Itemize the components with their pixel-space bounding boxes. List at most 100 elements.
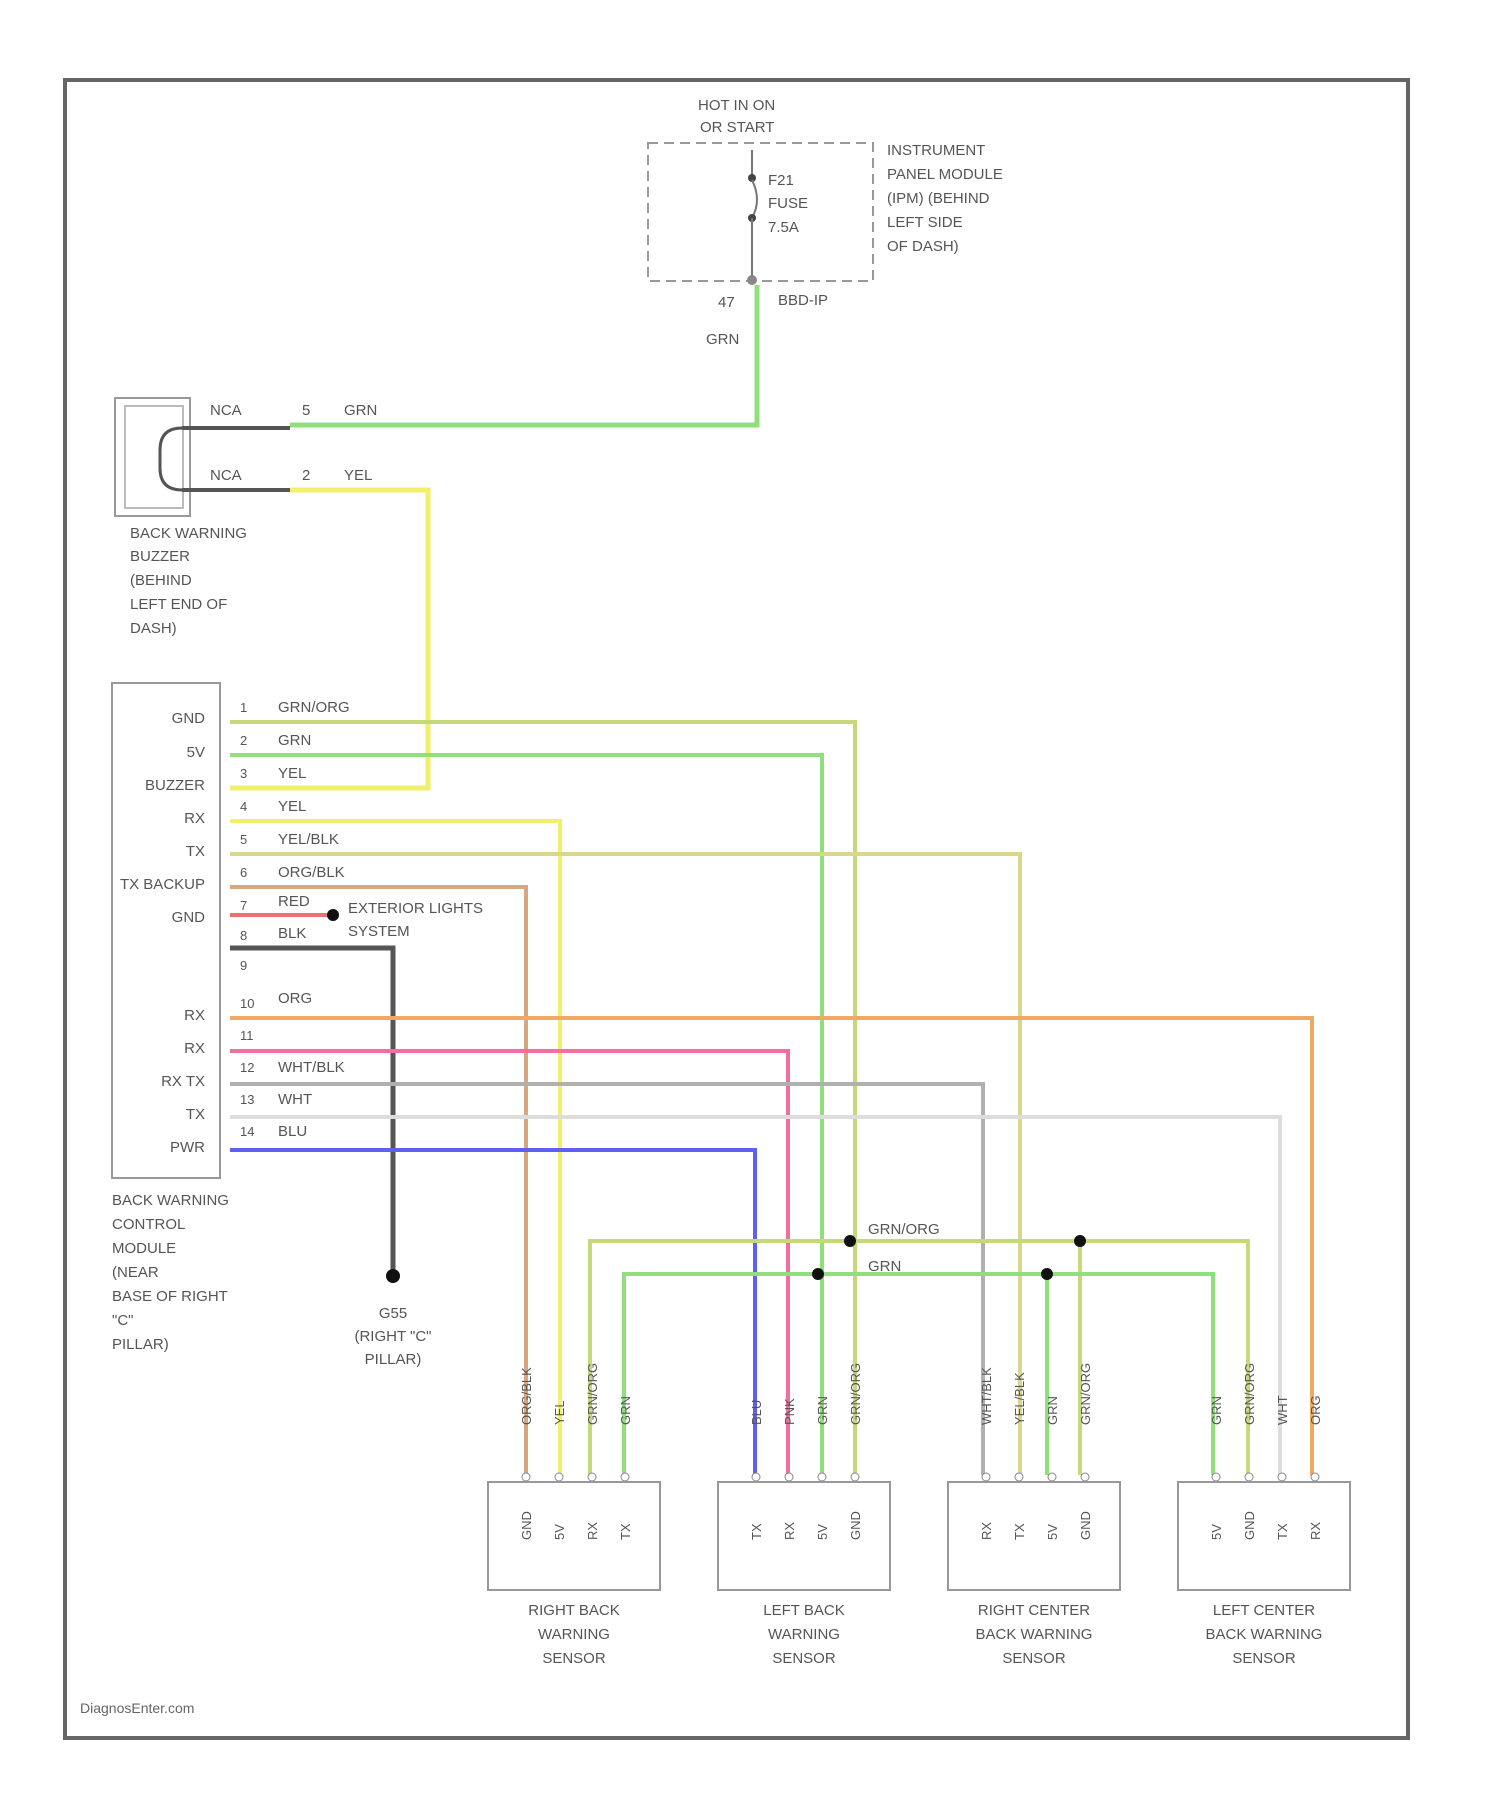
module-wire-label: YEL/BLK (278, 831, 339, 848)
sensor-pin-label: TX (1012, 1523, 1027, 1540)
sensor-wire-label: YEL (552, 1400, 567, 1425)
sensor-terminal (1245, 1473, 1253, 1481)
sensor-pin-label: TX (618, 1523, 633, 1540)
sensor-name-line: SENSOR (1232, 1650, 1296, 1667)
sensor-pin-label: 5V (1045, 1524, 1060, 1540)
sensor-terminal (1081, 1473, 1089, 1481)
sensor-3: WHT/BLK RX YEL/BLK TX GRN 5V GRN/ORG GND RIGHT C… (948, 1363, 1120, 1667)
module-row-name: RX TX (161, 1073, 205, 1090)
sensor-pin-label: 5V (552, 1524, 567, 1540)
sensor-terminal (1212, 1473, 1220, 1481)
sensor-terminal (752, 1473, 760, 1481)
buzzer-pin-5-wire: GRN (344, 402, 377, 419)
module-pin-num: 8 (240, 928, 247, 943)
module-row-name: RX (184, 810, 205, 827)
sensor-terminal (621, 1473, 629, 1481)
module-wire-label: WHT (278, 1091, 312, 1108)
module-row-name: RX (184, 1040, 205, 1057)
sensor-terminal (1278, 1473, 1286, 1481)
splices (327, 909, 1086, 1283)
sensor-pin-label: TX (749, 1523, 764, 1540)
module-pin-num: 5 (240, 832, 247, 847)
module-pin-num: 10 (240, 996, 254, 1011)
sensor-box (488, 1482, 660, 1590)
ground-label-2: (RIGHT "C" (354, 1328, 431, 1345)
ipm-label-5: OF DASH) (887, 238, 959, 255)
sensor-pin-label: GND (848, 1511, 863, 1540)
module-pin-num: 14 (240, 1124, 254, 1139)
sensor-wire-label: ORG/BLK (519, 1367, 534, 1425)
sensor-terminal (851, 1473, 859, 1481)
ext-lights-label-2: SYSTEM (348, 923, 410, 940)
module-wire-label: BLU (278, 1123, 307, 1140)
sensor-pin-label: 5V (815, 1524, 830, 1540)
sensor-wire-label: WHT/BLK (979, 1367, 994, 1425)
sensor-pin-label: RX (1308, 1522, 1323, 1540)
buzzer-nca-2: NCA (210, 467, 242, 484)
sensor-terminal (588, 1473, 596, 1481)
module-label-6: "C" (112, 1312, 133, 1329)
ground-g55-icon (386, 1269, 400, 1283)
sensor-terminal (1311, 1473, 1319, 1481)
fuse-label-3: 7.5A (768, 219, 799, 236)
bus-label-grn-org: GRN/ORG (868, 1221, 940, 1238)
sensor-box (718, 1482, 890, 1590)
module-row-name: PWR (170, 1139, 205, 1156)
module-pin-num: 7 (240, 898, 247, 913)
sensor-terminal (1015, 1473, 1023, 1481)
sensor-pin-label: GND (1242, 1511, 1257, 1540)
sensor-wire-label: GRN (1045, 1396, 1060, 1425)
buzzer-nca-1: NCA (210, 402, 242, 419)
sensor-wire-label: WHT (1275, 1395, 1290, 1425)
ipm-box (648, 143, 873, 281)
sensor-pin-label: RX (979, 1522, 994, 1540)
module-wire-label: WHT/BLK (278, 1059, 345, 1076)
sensor-name-line: SENSOR (542, 1650, 606, 1667)
sensor-wire-label: YEL/BLK (1012, 1372, 1027, 1425)
module-pin-num: 13 (240, 1092, 254, 1107)
module-label-2: CONTROL (112, 1216, 185, 1233)
sensor-name-line: BACK WARNING (976, 1626, 1093, 1643)
sensor-terminal (785, 1473, 793, 1481)
buzzer-label-4: LEFT END OF (130, 596, 227, 613)
ext-lights-label-1: EXTERIOR LIGHTS (348, 900, 483, 917)
diagram-frame (65, 80, 1408, 1738)
footer-watermark: DiagnosEnter.com (80, 1700, 194, 1716)
module-row-name: TX (186, 1106, 205, 1123)
ipm-pin-terminal (747, 275, 757, 285)
wire-pwr-blu (230, 1150, 755, 1475)
sensor-wire-label: GRN/ORG (585, 1363, 600, 1425)
sensors-layer: ORG/BLK GND YEL 5V GRN/ORG RX GRN TX RIGHT BACK W… (488, 1363, 1350, 1667)
wire-rx-pnk (230, 1051, 788, 1475)
module-wire-label: YEL (278, 765, 306, 782)
module-label-7: PILLAR) (112, 1336, 169, 1353)
sensor-pin-label: GND (1078, 1511, 1093, 1540)
sensor-wire-label: GRN (618, 1396, 633, 1425)
splice-grn-org-2 (1074, 1235, 1086, 1247)
sensor-wire-label: GRN/ORG (1078, 1363, 1093, 1425)
sensor-terminal (522, 1473, 530, 1481)
module-wire-label: GRN (278, 732, 311, 749)
module-wire-label: RED (278, 893, 310, 910)
buzzer-pin-2: 2 (302, 467, 310, 484)
sensor-name-line: SENSOR (1002, 1650, 1066, 1667)
wire-rx-tx-wht-blk (230, 1084, 983, 1475)
buzzer-pin-5: 5 (302, 402, 310, 419)
buzzer-label-5: DASH) (130, 620, 177, 637)
sensor-name-line: RIGHT CENTER (978, 1602, 1090, 1619)
ipm-wire-label: GRN (706, 331, 739, 348)
module-pin-num: 12 (240, 1060, 254, 1075)
sensor-wire-label: GRN/ORG (1242, 1363, 1257, 1425)
sensor-wire-label: GRN/ORG (848, 1363, 863, 1425)
module-rows: GND 5V BUZZER RX TX TX BACKUP GND RX RX … (120, 699, 350, 1156)
sensor-pin-label: RX (585, 1522, 600, 1540)
module-pin-num: 11 (240, 1028, 254, 1043)
module-wire-label: ORG (278, 990, 312, 1007)
module-row-name: TX (186, 843, 205, 860)
ground-label-3: PILLAR) (365, 1351, 422, 1368)
sensor-name-line: RIGHT BACK (528, 1602, 619, 1619)
ipm-label-1: INSTRUMENT (887, 142, 985, 159)
ipm-label-4: LEFT SIDE (887, 214, 963, 231)
